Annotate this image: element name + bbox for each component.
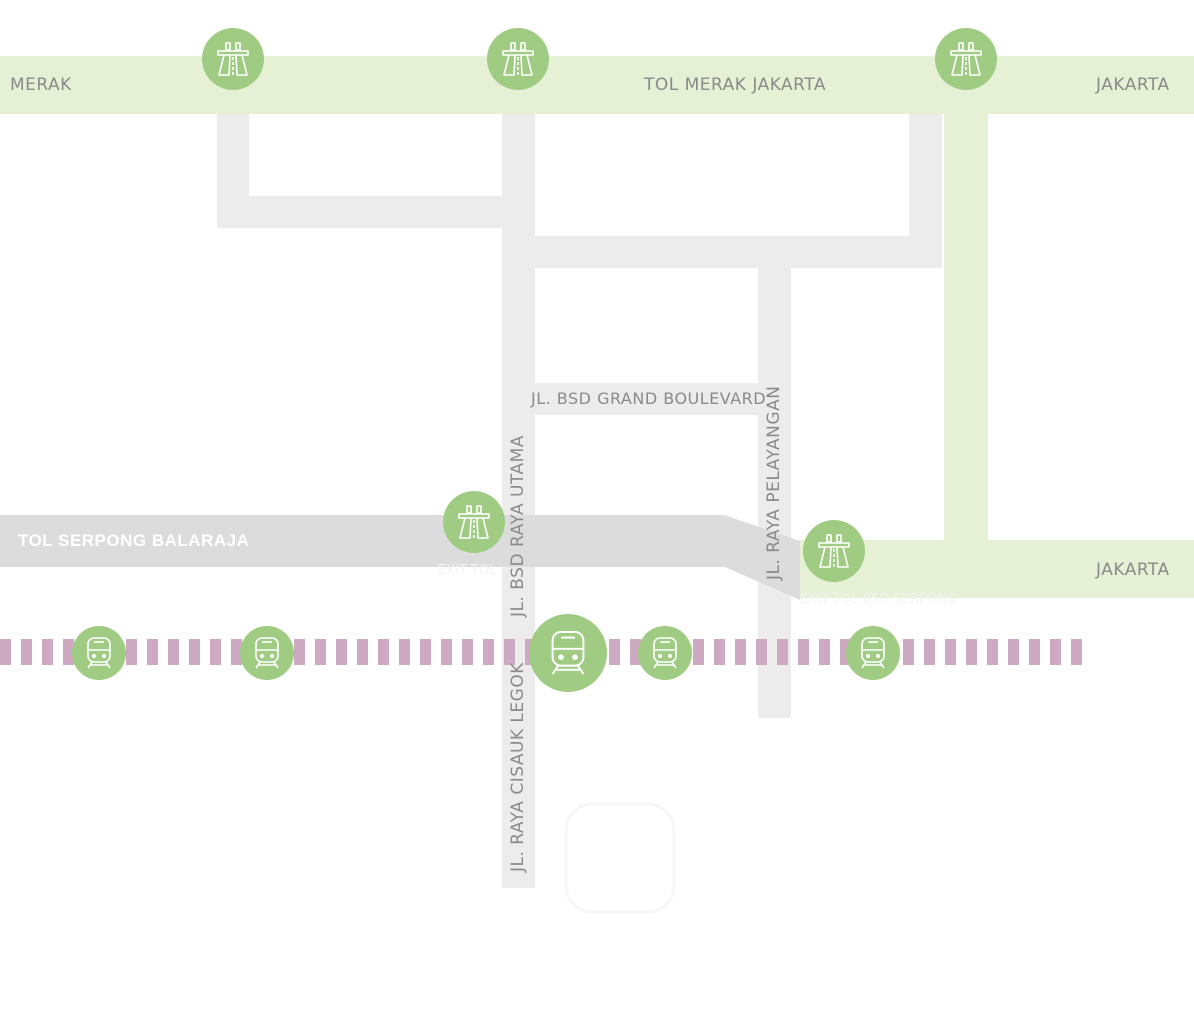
label-jakarta-top: JAKARTA	[1096, 75, 1170, 95]
label-tol-merak-jakarta: TOL MERAK JAKARTA	[644, 75, 826, 95]
toll-gate-icon	[202, 28, 264, 90]
label-merak: MERAK	[10, 75, 72, 95]
road-raya-pelayangan	[758, 236, 791, 718]
train-icon	[638, 626, 692, 680]
train-icon	[846, 626, 900, 680]
toll-gate-icon	[935, 28, 997, 90]
label-bsd-grand-boulevard: JL. BSD GRAND BOULEVARD	[531, 389, 767, 408]
road-west-loop-horizontal	[217, 196, 535, 228]
label-raya-pelayangan: JL. RAYA PELAYANGAN	[764, 385, 784, 580]
label-raya-cisauk-legok: JL. RAYA CISAUK LEGOK	[508, 662, 528, 872]
train-icon	[240, 626, 294, 680]
train-icon	[72, 626, 126, 680]
main-train-station-icon	[529, 614, 607, 692]
label-tol-serpong-balaraja: TOL SERPONG BALARAJA	[18, 531, 250, 550]
label-bsd-raya-utama: JL. BSD RAYA UTAMA	[508, 435, 528, 617]
label-exit-tol-serpong: EXIT TOL BSD SERPONG	[800, 592, 958, 607]
toll-gate-icon	[803, 520, 865, 582]
toll-connector-vertical	[944, 112, 988, 544]
toll-gate-icon	[443, 491, 505, 553]
label-exit-tol: EXIT TOL	[438, 563, 497, 578]
toll-gate-icon	[487, 28, 549, 90]
watermark-logo	[564, 802, 676, 914]
road-bsd-grand-boulevard	[502, 383, 790, 415]
road-east-loop-horizontal	[502, 236, 942, 268]
label-jakarta-bottom: JAKARTA	[1096, 560, 1170, 580]
